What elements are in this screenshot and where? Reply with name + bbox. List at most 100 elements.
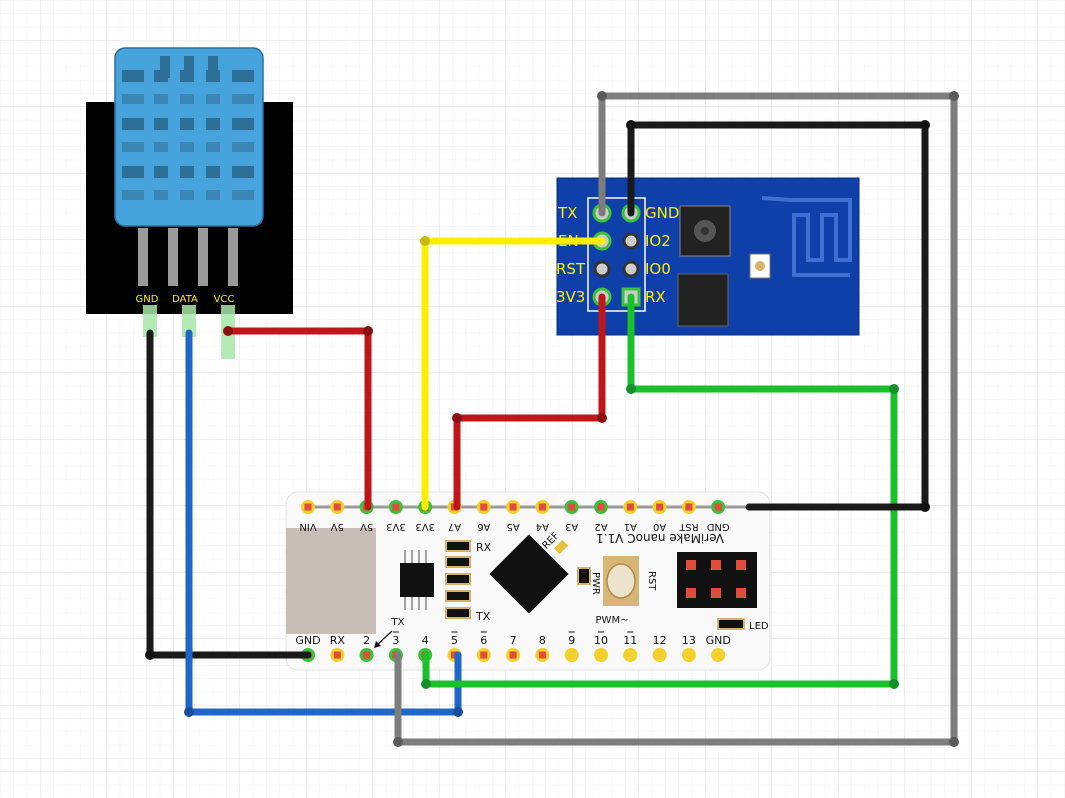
dht-vent [160,56,170,78]
dht-vent [206,94,220,104]
nano-bottom-pin-pad [333,651,341,659]
dht-vent [208,56,218,78]
dht-vent [206,166,220,178]
dht-sensor-body [114,47,264,227]
nano-bottom-pin-pad [626,651,634,659]
led-rx-label: RX [476,541,492,554]
dht-sensor: GND DATA VCC [86,47,293,359]
nano-top-pin-pad [538,503,546,511]
tx-arrow-icon [375,630,393,647]
dht-vent [184,56,194,78]
dht-vent [232,166,254,178]
dht-vent [122,70,144,82]
esp-label-tx: TX [557,204,577,222]
dht-pin-label: VCC [214,294,235,305]
dht-vent [206,190,220,200]
dht-vent [180,166,194,178]
dht-pin-label: GND [136,294,159,305]
dht-vent [122,142,144,152]
dht-pin-label: DATA [172,294,198,305]
dht-vent [154,166,168,178]
nano-top-pin-label: A6 [477,521,490,532]
esp-module: TX EN RST 3V3 GND IO2 IO0 RX [556,177,860,336]
nano-bottom-pin-label: 13 [682,634,696,647]
esp-label-3v3: 3V3 [556,288,585,306]
nano-top-pin-label: GND [706,521,729,532]
tx-arrowhead-icon [374,641,381,648]
nano-top-pin-label: VIN [299,521,316,532]
reset-button[interactable] [606,563,636,599]
wire-gray-esp-tx[interactable] [394,92,958,746]
nano-bottom-pin-label: GND [706,634,731,647]
dht-vent [180,190,194,200]
dht-vent [180,94,194,104]
nano-top-pin-label: 5V [360,521,373,532]
nano-top-pin-label: A3 [565,521,578,532]
esp-pin-io2[interactable] [622,232,640,250]
led-label: LED [749,621,769,632]
dht-vent [122,166,144,178]
nano-top-pin-label: A5 [506,521,519,532]
nano-top-pin-pad [685,503,693,511]
nano-top-pin-pad [392,503,400,511]
esp-header-outline [587,197,646,312]
nano-top-pin-pad [714,503,722,511]
nano-bottom-pin-label: 7 [510,634,517,647]
nano-top-pin-pad [626,503,634,511]
esp-label-gnd: GND [645,204,679,222]
wire-red-esp-3v3[interactable] [453,293,606,511]
nano-top-pin-pad [597,503,605,511]
nano-top-pin-label: A1 [624,521,637,532]
esp-led-dot [755,261,765,271]
nano-bottom-pin-pad [480,651,488,659]
nano-bottom-pin-label: 10 [594,634,608,647]
nano-bottom-pin-pad [714,651,722,659]
esp-pin-io0[interactable] [622,260,640,278]
dht-pin-data[interactable] [182,305,196,337]
nano-bottom-pin-label: 6 [480,634,487,647]
nano-brand: VeriMake nanoC V1.1 [596,531,724,545]
nano-ic-small-legs [404,550,427,610]
dht-vent [232,142,254,152]
nano-top-pin-label: RST [678,521,698,532]
esp-label-io2: IO2 [645,232,671,250]
wires [146,92,958,746]
nano-top-pin-pad [304,503,312,511]
nano-bottom-pin-pad [685,651,693,659]
nano-top-pin-pad [509,503,517,511]
nano-top-pin-pad [568,503,576,511]
nano-bottom-pin-pad [568,651,576,659]
dht-vent [154,118,168,130]
esp-chip [679,205,731,257]
nano-top-pin-label: 5V [331,521,344,532]
nano-top-pin-label: 3V3 [386,521,406,532]
dht-vent [232,118,254,130]
nano-bottom-pin-label: 11 [623,634,637,647]
dht-vent [154,142,168,152]
nano-top-pin-pad [333,503,341,511]
esp-label-io0: IO0 [645,260,671,278]
led-tx-label: TX [475,610,491,623]
dht-vent [122,118,144,130]
dht-vent [154,94,168,104]
nano-mcu [489,534,569,614]
rst-button-label: RST [646,571,657,591]
esp-label-rst: RST [556,260,586,278]
pwm-label: PWM~ [596,615,629,626]
esp-antenna [761,196,852,277]
nano-bottom-pin-pad [509,651,517,659]
nano-board: RX TX REF PWR RST PWM~ LED VeriMake nano… [285,491,771,671]
dht-vent [180,118,194,130]
nano-bottom-pin-pad [363,651,371,659]
nano-bottom-pin-label: 12 [653,634,667,647]
esp-pin-rst[interactable] [593,260,611,278]
dht-vent [122,190,144,200]
dht-vent [232,190,254,200]
tx-arrow-label: TX [391,617,405,628]
usb-connector [286,528,376,634]
nano-bottom-pin-label: 5 [451,634,458,647]
nano-bottom-pin-label: 8 [539,634,546,647]
dht-pin-gnd[interactable] [143,305,157,337]
pwr-label: PWR [590,572,601,595]
